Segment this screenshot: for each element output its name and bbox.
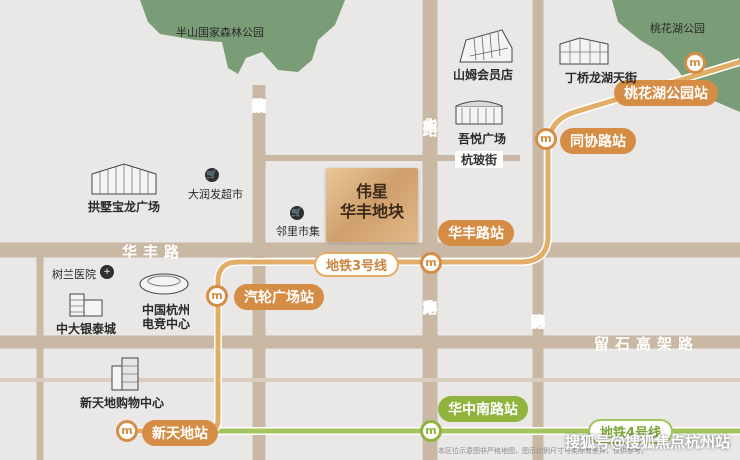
poi-china-hangzhou: 中国杭州 bbox=[142, 303, 191, 317]
metro-line-4-label: 地铁4号线 bbox=[588, 419, 674, 444]
road-name-hangpo: 杭玻街 bbox=[455, 151, 504, 168]
metro-m-icon: m bbox=[116, 420, 138, 442]
poi-sam-club: 山姆会员店 bbox=[453, 68, 514, 82]
project-name-line2: 华丰地块 bbox=[339, 202, 404, 221]
metro-m-icon: m bbox=[206, 285, 228, 307]
poi-dingqiao: 丁桥龙湖天街 bbox=[565, 71, 638, 85]
poi-linli: 邻里市集 bbox=[276, 225, 320, 238]
project-block: 伟星 华丰地块 bbox=[326, 168, 418, 242]
esports-building-icon bbox=[139, 273, 189, 295]
station-xintiandi: 新天地站 bbox=[142, 420, 218, 446]
road-name-liushi: 留石高架路 bbox=[594, 335, 700, 353]
poi-esports: 电竞中心 bbox=[142, 317, 191, 331]
station-tongxie: 同协路站 bbox=[560, 128, 636, 154]
station-huazhongnan: 华中南路站 bbox=[438, 396, 528, 422]
metro-m-icon: m bbox=[535, 128, 557, 150]
poi-darunfa: 大润发超市 bbox=[188, 188, 243, 201]
metro-line-3-label: 地铁3号线 bbox=[314, 252, 400, 277]
project-name-line1: 伟星 bbox=[355, 182, 388, 201]
poi-xintiandi-mall: 新天地购物中心 bbox=[80, 396, 165, 410]
taohua-lake-label: 桃花湖公园 bbox=[650, 22, 705, 35]
metro-m-icon: m bbox=[420, 252, 442, 274]
poi-shulan: 树兰医院 bbox=[52, 268, 96, 281]
road-name-huafeng: 华丰路 bbox=[122, 243, 186, 261]
station-huafeng: 华丰路站 bbox=[438, 220, 514, 246]
metro-m-icon: m bbox=[420, 420, 442, 442]
yintai-building-icon bbox=[69, 293, 103, 317]
poi-wuyue: 吾悦广场 bbox=[458, 132, 507, 146]
metro-m-icon: m bbox=[684, 52, 706, 74]
forest-park-area bbox=[140, 0, 345, 74]
station-qilun: 汽轮广场站 bbox=[234, 284, 324, 310]
sam-club-building-icon bbox=[459, 29, 513, 63]
map-disclaimer: 本区位示意图非严格地图，图示比例尺寸与实际有差异，仅供参考。 bbox=[438, 447, 648, 455]
cart-icon: 🛒 bbox=[205, 168, 219, 182]
poi-baolong: 拱墅宝龙广场 bbox=[88, 200, 161, 214]
poi-zhongda-yintai: 中大银泰城 bbox=[56, 322, 117, 336]
cart-icon: 🛒 bbox=[290, 206, 304, 220]
dingqiao-building-icon bbox=[559, 37, 609, 65]
watermark: 搜狐号@搜狐焦点杭州站 bbox=[564, 433, 730, 451]
wuyue-building-icon bbox=[455, 100, 503, 125]
baolong-building-icon bbox=[91, 163, 157, 195]
station-taohuahu: 桃花湖公园站 bbox=[614, 80, 718, 106]
forest-park-label: 半山国家森林公园 bbox=[176, 26, 264, 39]
xintiandi-building-icon bbox=[111, 357, 139, 391]
hospital-cross-icon: + bbox=[100, 265, 114, 279]
